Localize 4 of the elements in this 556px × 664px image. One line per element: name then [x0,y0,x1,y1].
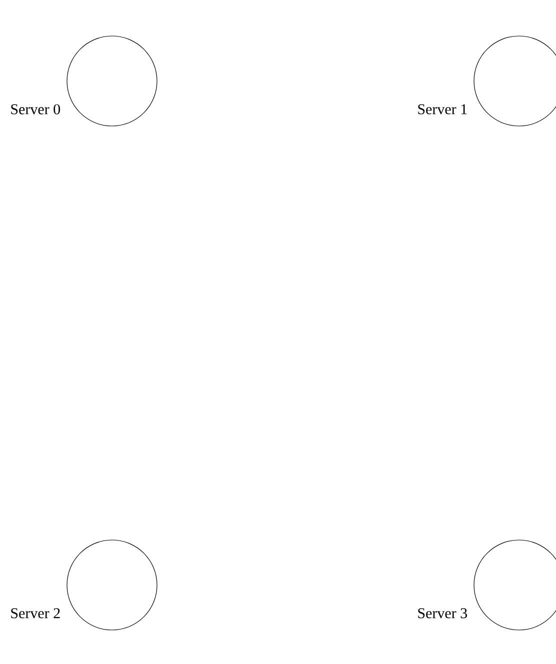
server-label: Server 3 [418,608,467,618]
server-label: Server 0 [11,104,60,114]
server-label: Server 1 [418,104,467,114]
server-label: Server 2 [11,608,60,618]
